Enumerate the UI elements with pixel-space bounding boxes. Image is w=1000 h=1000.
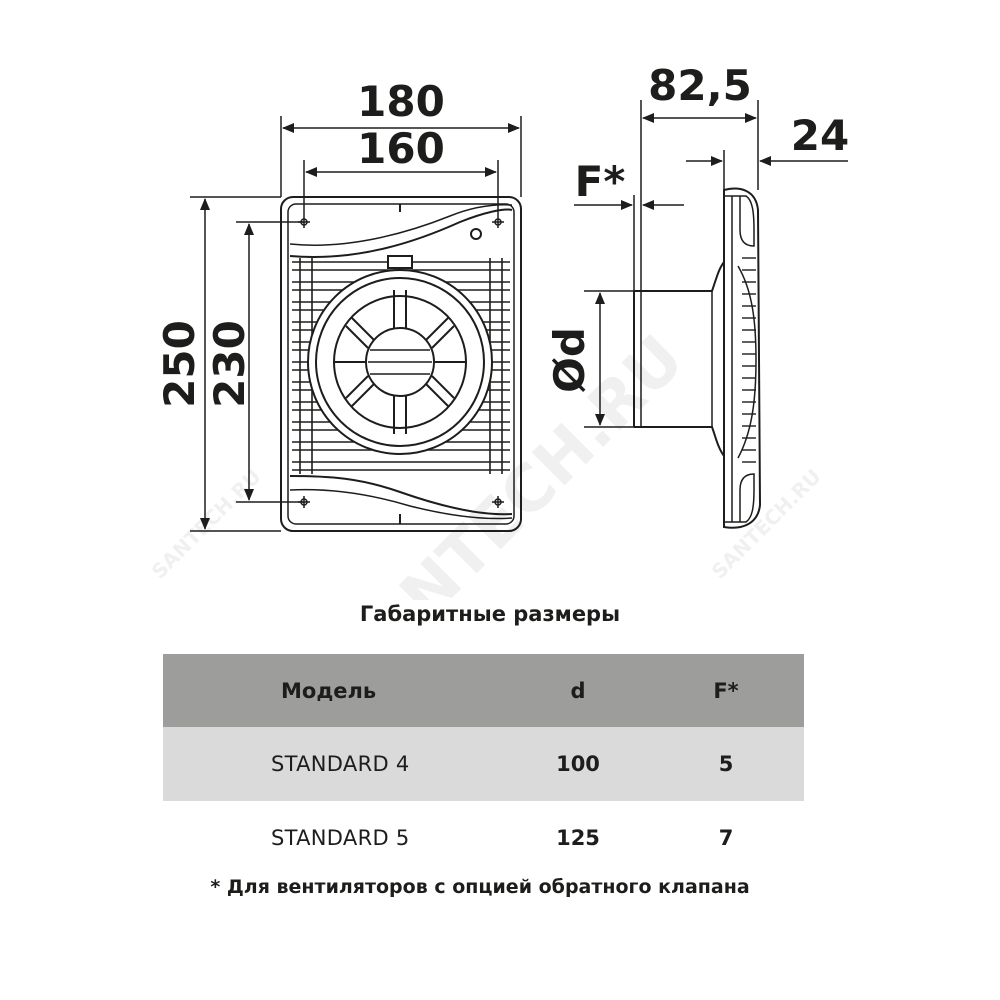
side-panel-outline [723,187,762,529]
dimension-width-outer: 180 [357,77,445,126]
header-d: d [508,654,648,727]
side-dimension-lines [574,100,848,428]
control-button [470,228,482,240]
header-f: F* [648,654,804,727]
impeller [307,255,493,455]
dimension-width-inner: 160 [357,124,445,173]
side-slats [742,257,756,463]
cell-f: 5 [648,727,804,801]
cell-model: STANDARD 4 [163,727,508,801]
header-model: Модель [163,654,508,727]
front-dimension-lines [190,116,522,532]
table-row: STANDARD 5 125 7 [163,801,804,875]
cell-model: STANDARD 5 [163,801,508,875]
fan-technical-drawing: SANTECH.RU SANTECH.RU SANTECH.RU [147,61,850,600]
table-header-row: Модель d F* [163,654,804,727]
dimensions-table: Модель d F* STANDARD 4 100 5 STANDARD 5 … [163,654,804,875]
dimension-diameter: Ød [545,327,594,393]
front-view [280,196,522,532]
watermark-small-left: SANTECH.RU [147,464,266,583]
table-row: STANDARD 4 100 5 [163,727,804,801]
dimension-height-outer: 250 [155,320,204,408]
cell-f: 7 [648,801,804,875]
front-panel-outline [280,196,522,532]
table-title: Габаритные размеры [359,602,621,626]
cell-d: 125 [508,801,648,875]
dimension-flange: F* [575,157,626,206]
dimension-panel: 24 [791,111,849,160]
side-view [633,187,762,529]
footnote: * Для вентиляторов с опцией обратного кл… [210,876,750,898]
dimension-depth: 82,5 [648,61,752,110]
cell-d: 100 [508,727,648,801]
duct-spigot [634,261,725,457]
dimension-height-inner: 230 [205,320,254,408]
